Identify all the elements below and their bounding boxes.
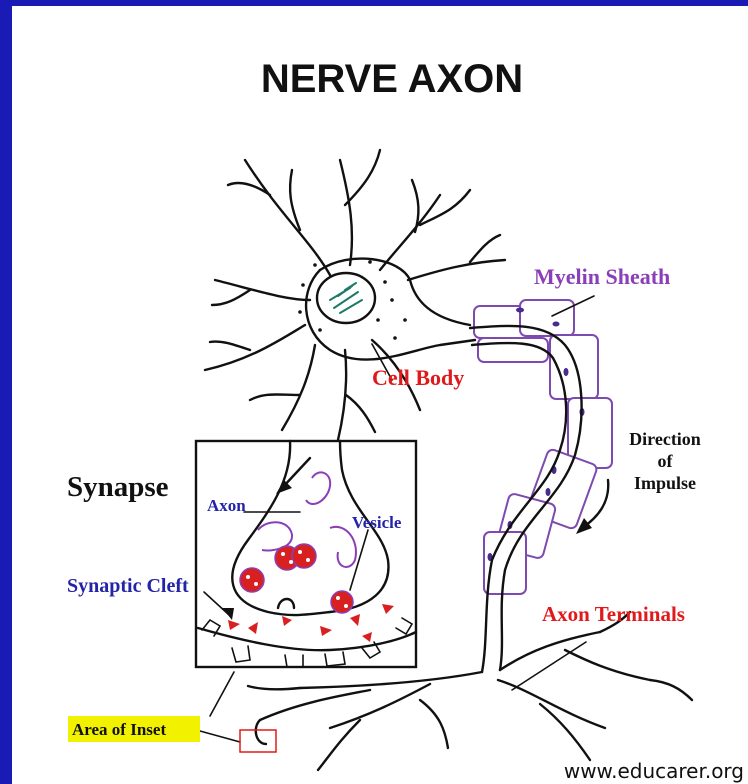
label-direction-3: Impulse (634, 473, 696, 493)
page-title: NERVE AXON (261, 57, 523, 101)
nucleus (317, 273, 375, 323)
label-cell-body: Cell Body (372, 365, 464, 390)
label-area-of-inset: Area of Inset (72, 720, 166, 739)
cell-body (298, 259, 475, 360)
label-direction-1: Direction (629, 429, 701, 449)
source-credit: www.educarer.org (564, 759, 744, 783)
label-axon: Axon (207, 496, 246, 515)
label-synapse: Synapse (67, 471, 169, 503)
slide: NERVE AXON (12, 6, 748, 784)
label-direction-2: of (658, 451, 674, 471)
label-vesicle: Vesicle (352, 513, 402, 532)
label-axon-terminals: Axon Terminals (542, 602, 685, 626)
nerve-axon-diagram: NERVE AXON (12, 6, 748, 784)
label-synaptic-cleft: Synaptic Cleft (67, 575, 189, 597)
synapse-inset (196, 441, 416, 667)
label-myelin-sheath: Myelin Sheath (534, 264, 670, 289)
